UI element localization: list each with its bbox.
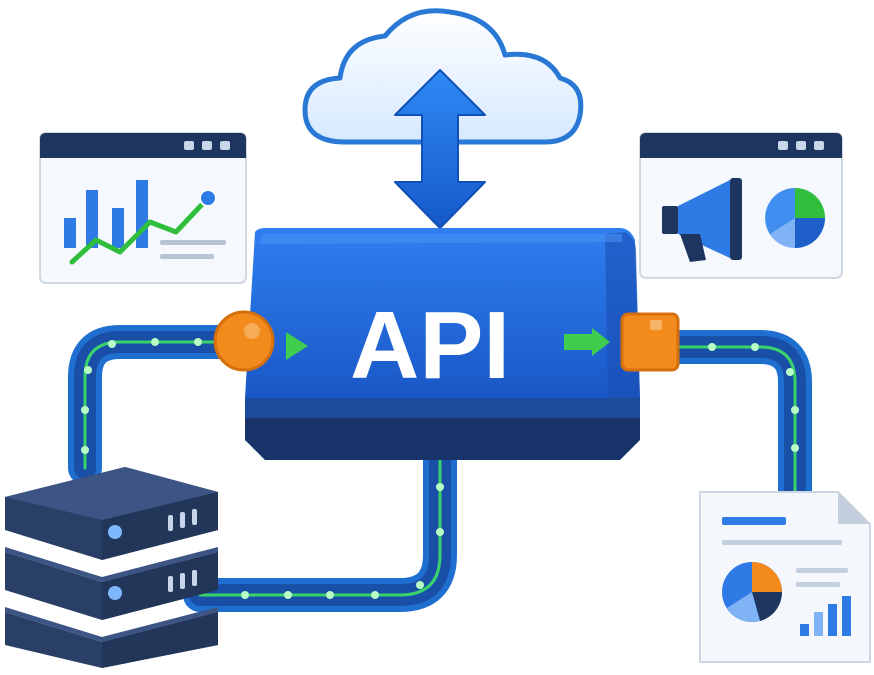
window-dot-icon (184, 141, 194, 150)
window-dot-icon (202, 141, 212, 150)
input-connector-icon (213, 310, 275, 372)
report-pie-icon (722, 562, 783, 622)
report-document-icon (699, 491, 871, 663)
api-box: API (245, 228, 640, 460)
output-connector-icon (620, 312, 680, 372)
window-dot-icon (796, 141, 806, 150)
marketing-window (639, 132, 843, 279)
analytics-window (39, 132, 247, 284)
megaphone-icon (662, 178, 742, 262)
server-stack-icon (5, 467, 218, 668)
pipe-right (658, 330, 812, 517)
window-dot-icon (814, 141, 824, 150)
pie-chart-icon (765, 188, 825, 248)
window-dot-icon (220, 141, 230, 150)
api-label: API (350, 292, 510, 399)
pipe-bottom (183, 413, 457, 612)
window-dot-icon (778, 141, 788, 150)
pipe-left (68, 325, 262, 485)
input-arrow-icon (286, 332, 308, 360)
analytics-chart-icon (64, 180, 226, 265)
output-arrow-icon (564, 328, 610, 356)
report-bar-icon (800, 596, 851, 636)
